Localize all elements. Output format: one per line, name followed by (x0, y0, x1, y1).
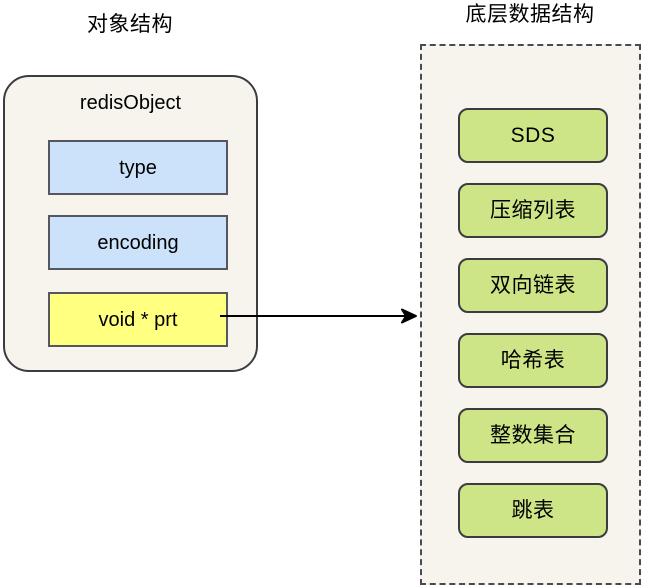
structure-hashtable: 哈希表 (458, 333, 608, 388)
field-type: type (48, 140, 228, 195)
redis-object-label: redisObject (79, 92, 182, 114)
data-structures-container: SDS 压缩列表 双向链表 哈希表 整数集合 跳表 (420, 44, 641, 585)
structure-linkedlist: 双向链表 (458, 258, 608, 313)
structure-ziplist: 压缩列表 (458, 183, 608, 238)
left-panel-title: 对象结构 (87, 13, 173, 36)
right-panel-title: 底层数据结构 (465, 3, 595, 26)
field-void-ptr: void * prt (48, 292, 228, 347)
pointer-arrow-icon (220, 308, 417, 324)
structure-sds: SDS (458, 108, 608, 163)
field-encoding: encoding (48, 215, 228, 270)
structure-intset: 整数集合 (458, 408, 608, 463)
structure-skiplist: 跳表 (458, 483, 608, 538)
redis-object-container: redisObject type encoding void * prt (3, 75, 258, 372)
